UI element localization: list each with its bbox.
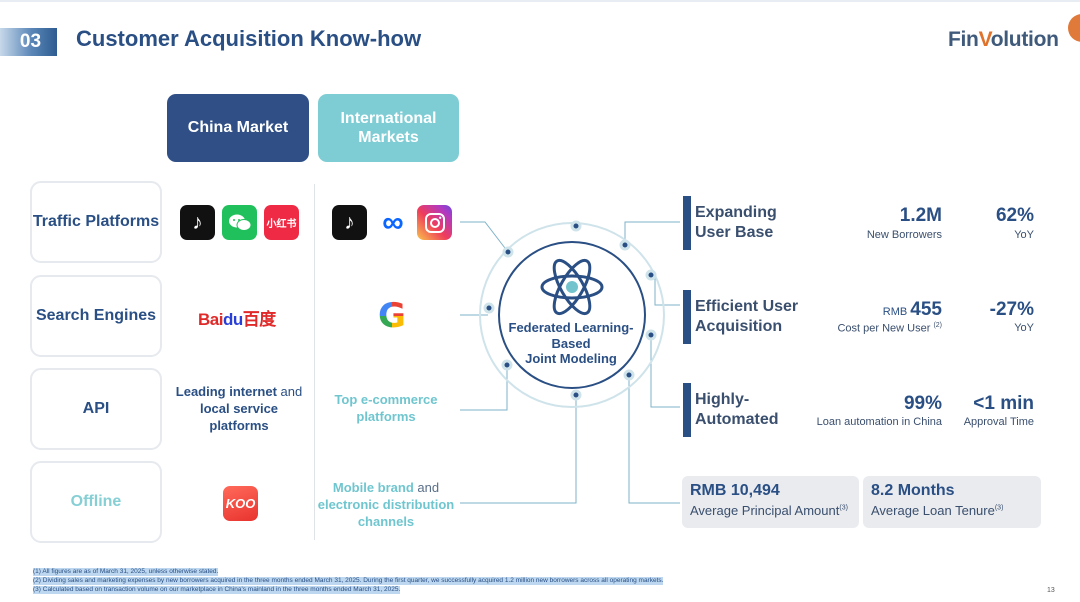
connector-line [650, 335, 680, 408]
koo-icon: KOO [223, 486, 258, 521]
instagram-icon [417, 205, 452, 240]
connector-line [651, 274, 680, 306]
stat-value: RMB 10,494 [690, 482, 780, 499]
connector-line [460, 395, 577, 504]
wechat-icon [222, 205, 257, 240]
footnote: (2) Dividing sales and marketing expense… [33, 577, 664, 585]
metric-label-cost-per-user: Cost per New User (2) [837, 322, 942, 335]
category-traffic-platforms: Traffic Platforms [30, 181, 162, 263]
metric-bar [683, 383, 691, 437]
footnote: (1) All figures are as of March 31, 2025… [33, 568, 219, 576]
connector-line [628, 375, 680, 504]
top-rule [0, 0, 1080, 2]
page-title: Customer Acquisition Know-how [76, 26, 422, 51]
metric-value-cost-per-user: RMB 455 [882, 299, 942, 320]
metric-label-yoy: YoY [1014, 229, 1034, 241]
metric-bar [683, 290, 691, 344]
metric-title-automated: Highly-Automated [695, 391, 779, 429]
xiaohongshu-icon: 小红书 [264, 205, 299, 240]
stat-value: 8.2 Months [871, 482, 955, 499]
ring-dots [483, 220, 657, 401]
metric-label-approval-time: Approval Time [963, 416, 1034, 428]
metric-label-automation: Loan automation in China [816, 416, 942, 428]
connector-line [624, 221, 680, 245]
meta-icon: ∞ [382, 205, 404, 239]
metric-value-automation: 99% [903, 393, 942, 414]
column-divider [314, 184, 315, 540]
intl-api-text: Top e-commerce platforms [334, 392, 438, 424]
international-markets-header: International Markets [318, 94, 459, 162]
china-api-text: Leading internet and local service platf… [175, 384, 303, 433]
metric-bar [683, 196, 691, 250]
tiktok-icon: ♪ [180, 205, 215, 240]
page-number: 13 [1047, 587, 1055, 594]
main-circle [498, 241, 646, 389]
section-number: 03 [0, 28, 57, 56]
intl-offline-text: Mobile brand and electronic distribution… [317, 480, 455, 529]
category-api: API [30, 368, 162, 450]
china-market-header: China Market [167, 94, 309, 162]
stat-label: Average Loan Tenure(3) [871, 503, 1004, 518]
metric-value-yoy: 62% [995, 205, 1034, 226]
stat-box-tenure: 8.2 Months Average Loan Tenure(3) [863, 476, 1041, 528]
metric-label-yoy: YoY [1014, 322, 1034, 334]
company-logo: FinVolution [948, 28, 1059, 51]
tiktok-icon: ♪ [332, 205, 367, 240]
category-offline: Offline [30, 461, 162, 543]
federated-learning-label: Federated Learning- Based Joint Modeling [508, 320, 634, 367]
metric-value-approval-time: <1 min [973, 393, 1034, 414]
metric-value-new-borrowers: 1.2M [899, 205, 942, 226]
federated-learning-diagram [460, 220, 680, 504]
category-search-engines: Search Engines [30, 275, 162, 357]
stat-label: Average Principal Amount(3) [690, 503, 848, 518]
connector-line [460, 221, 509, 253]
metric-value-yoy: -27% [989, 299, 1034, 320]
atom-icon [540, 258, 604, 316]
baidu-logo: Baidu百度 [198, 310, 276, 329]
footnote: (3) Calculated based on transaction volu… [33, 586, 401, 594]
corner-badge [1068, 14, 1080, 42]
metric-label-new-borrowers: New Borrowers [866, 229, 942, 241]
stat-box-principal: RMB 10,494 Average Principal Amount(3) [682, 476, 859, 528]
google-icon: G [374, 298, 410, 334]
